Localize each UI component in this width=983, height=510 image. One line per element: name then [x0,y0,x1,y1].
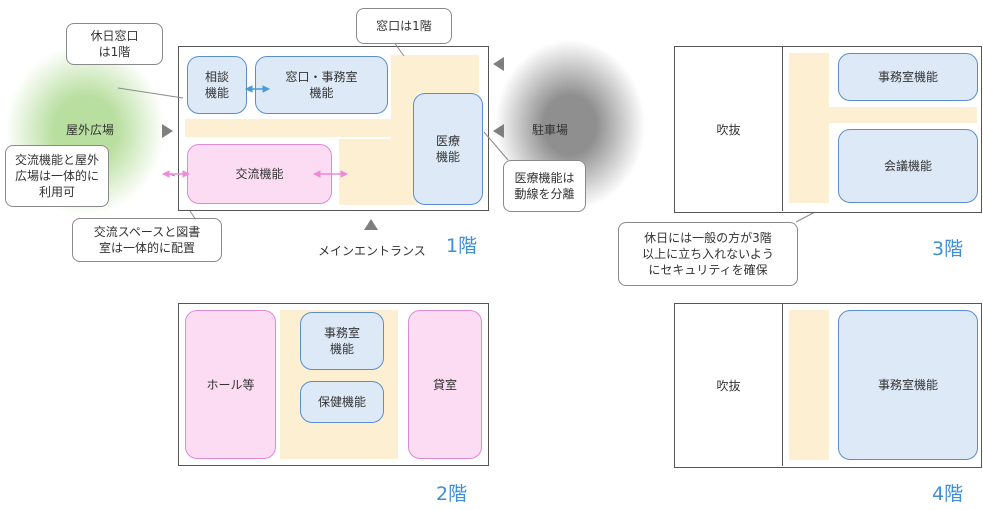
corridor [789,53,829,203]
atrium: 吹抜 [675,47,783,211]
floor3-label: 3階 [932,238,964,260]
floor4-label: 4階 [932,483,964,505]
floor2-plan: ホール等 事務室 機能 保健機能 貸室 [178,303,489,466]
double-arrow-icon [244,85,271,93]
medical-flow-callout: 医療機能は 動線を分離 [503,160,586,212]
main-entrance-label: メインエントランス [318,244,426,258]
floor4-plan: 吹抜 事務室機能 [674,303,982,468]
security-callout: 休日には一般の方が3階 以上に立ち入れないよう にセキュリティを確保 [618,222,798,286]
atrium-label: 吹抜 [716,378,741,393]
floor2-label: 2階 [436,483,468,505]
holiday-window-callout: 休日窓口 は1階 [66,23,163,65]
corridor [829,107,977,123]
corridor [417,55,479,93]
entry-arrow-icon [493,124,504,138]
corridor [391,55,417,205]
office-room: 事務室機能 [838,53,978,101]
medical-room: 医療 機能 [413,93,483,205]
hall-room: ホール等 [185,310,276,459]
floor1-label: 1階 [446,235,478,257]
parking-label: 駐車場 [532,123,569,137]
office-room: 事務室機能 [838,310,978,460]
entrance-arrow-icon [364,219,378,230]
entry-arrow-icon [493,57,504,71]
exchange-room: 交流機能 [187,144,332,204]
floor3-plan: 吹抜 事務室機能 会議機能 [674,46,982,213]
office-room: 事務室 機能 [300,312,384,370]
exchange-outdoor-callout: 交流機能と屋外 広場は一体的に 利用可 [5,145,109,207]
consult-room: 相談 機能 [187,56,247,114]
corridor [339,139,391,205]
corridor [185,119,413,137]
double-arrow-icon [312,170,349,178]
office-window-room: 窓口・事務室 機能 [255,56,388,114]
outdoor-plaza-label: 屋外広場 [66,123,115,137]
double-arrow-icon [161,170,191,178]
entry-arrow-icon [162,124,173,138]
health-room: 保健機能 [300,381,384,423]
corridor [789,310,829,460]
meeting-room: 会議機能 [838,129,978,203]
window-floor-callout: 窓口は1階 [356,8,452,44]
atrium: 吹抜 [675,304,783,466]
floor1-plan: 相談 機能 窓口・事務室 機能 医療 機能 交流機能 [178,46,489,211]
atrium-label: 吹抜 [716,122,741,137]
exchange-library-callout: 交流スペースと図書 室は一体的に配置 [72,218,222,262]
rental-room: 貸室 [408,310,482,459]
